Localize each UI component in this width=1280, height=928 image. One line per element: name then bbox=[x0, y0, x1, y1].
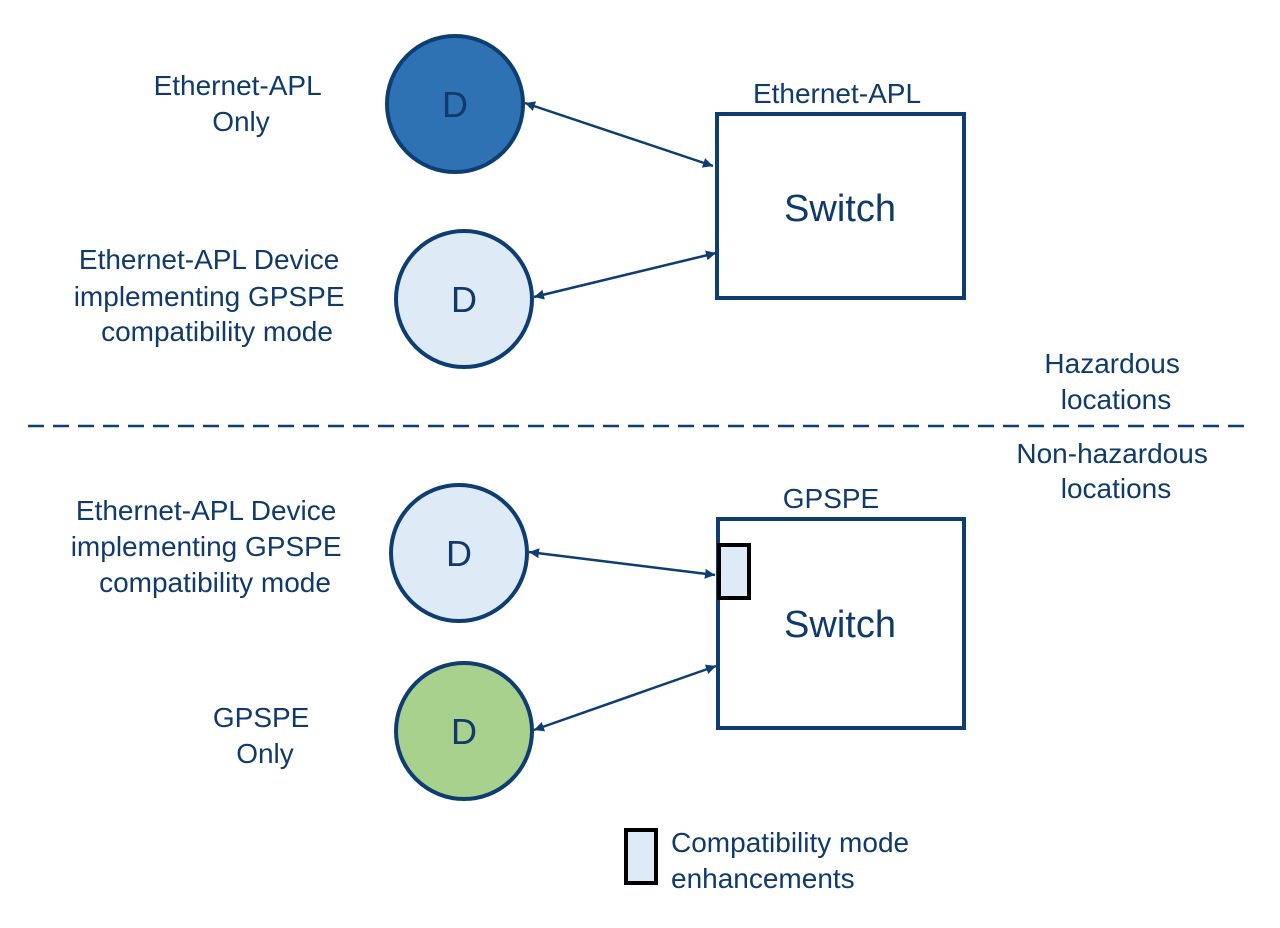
device-top-compat-circle bbox=[394, 229, 534, 369]
top-compat-label-line-2: implementing GPSPE bbox=[74, 281, 345, 312]
gpspe-only-label-line-1: GPSPE bbox=[213, 702, 309, 733]
link-bottom-compat-to-marker bbox=[528, 548, 716, 579]
legend-text: Compatibility mode enhancements bbox=[671, 827, 917, 894]
legend-text-line-2: enhancements bbox=[671, 863, 855, 894]
device-bottom-compat-circle bbox=[389, 483, 529, 623]
link-apl-only-to-top-switch bbox=[524, 101, 714, 168]
device-gpspe-only: D bbox=[394, 661, 534, 801]
legend-text-line-1: Compatibility mode bbox=[671, 827, 909, 858]
non-hazardous-label: Non-hazardous locations bbox=[1016, 438, 1215, 504]
top-switch: Switch bbox=[715, 112, 966, 300]
top-switch-title: Ethernet-APL bbox=[753, 78, 921, 109]
link-gpspe-only-to-bottom-switch bbox=[533, 664, 717, 732]
non-hazardous-label-line-2: locations bbox=[1061, 473, 1172, 504]
device-bottom-compat: D bbox=[389, 483, 529, 623]
non-hazardous-label-line-1: Non-hazardous bbox=[1016, 438, 1207, 469]
gpspe-only-label-line-2: Only bbox=[236, 738, 294, 769]
apl-only-label-line-1: Ethernet-APL bbox=[154, 70, 322, 101]
bottom-compat-device-label: Ethernet-APL Device implementing GPSPE c… bbox=[71, 495, 350, 598]
device-bottom-compat-letter: D bbox=[446, 533, 472, 574]
device-apl-only-letter: D bbox=[442, 84, 468, 125]
bottom-compat-label-line-1: Ethernet-APL Device bbox=[76, 495, 336, 526]
top-compat-device-label: Ethernet-APL Device implementing GPSPE c… bbox=[74, 244, 353, 347]
hazardous-label-line-2: locations bbox=[1061, 384, 1172, 415]
bottom-compat-label-line-2: implementing GPSPE bbox=[71, 531, 342, 562]
device-top-compat: D bbox=[394, 229, 534, 369]
bottom-switch-title: GPSPE bbox=[783, 483, 879, 514]
device-apl-only-circle bbox=[385, 34, 525, 174]
legend-compat-marker bbox=[624, 828, 658, 885]
top-compat-label-line-3: compatibility mode bbox=[101, 316, 333, 347]
bottom-switch-compat-marker bbox=[717, 543, 751, 600]
bottom-compat-label-line-3: compatibility mode bbox=[99, 567, 331, 598]
top-switch-label: Switch bbox=[784, 188, 896, 230]
legend: Compatibility mode enhancements bbox=[624, 827, 917, 894]
top-switch-box bbox=[715, 112, 966, 300]
bottom-switch-box bbox=[716, 517, 966, 730]
device-top-compat-letter: D bbox=[451, 279, 477, 320]
hazardous-label: Hazardous locations bbox=[1044, 348, 1187, 415]
link-top-compat-to-top-switch bbox=[533, 250, 717, 300]
device-gpspe-only-circle bbox=[394, 661, 534, 801]
apl-only-label: Ethernet-APL Only bbox=[154, 70, 329, 137]
top-compat-label-line-1: Ethernet-APL Device bbox=[79, 244, 339, 275]
bottom-switch: Switch bbox=[716, 517, 966, 730]
hazardous-label-line-1: Hazardous bbox=[1044, 348, 1179, 379]
device-gpspe-only-letter: D bbox=[451, 711, 477, 752]
bottom-switch-label: Switch bbox=[784, 604, 896, 646]
device-apl-only: D bbox=[385, 34, 525, 174]
gpspe-only-label: GPSPE Only bbox=[213, 702, 317, 769]
apl-only-label-line-2: Only bbox=[212, 106, 270, 137]
